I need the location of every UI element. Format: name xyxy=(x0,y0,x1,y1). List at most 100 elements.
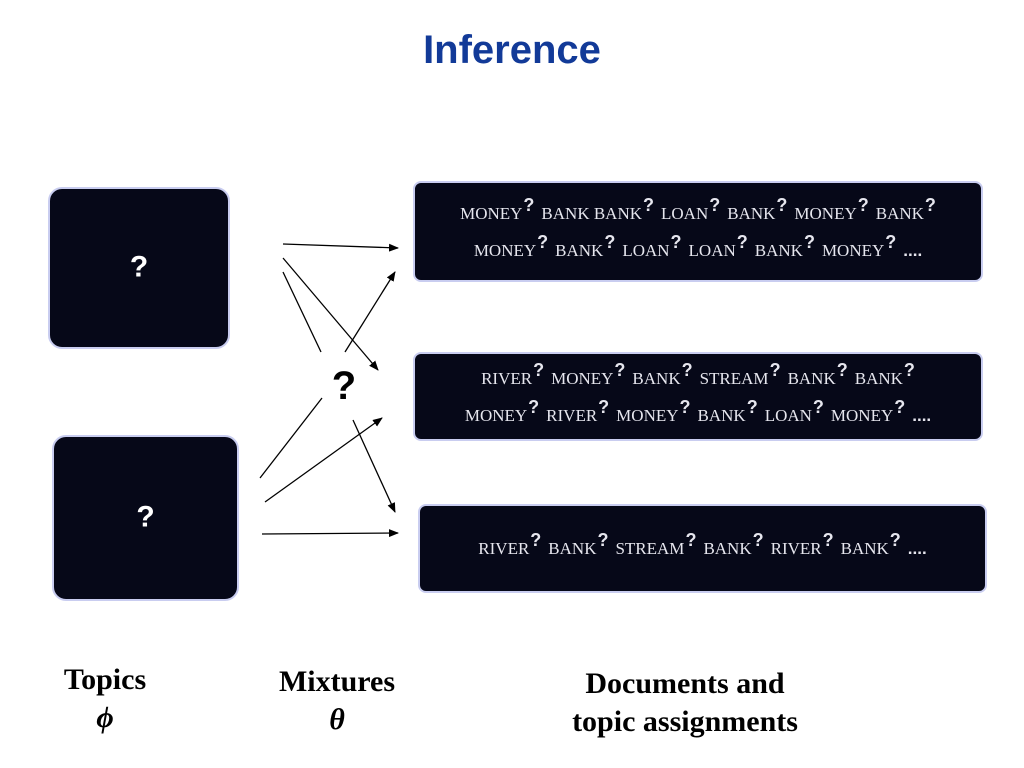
document-word: .... xyxy=(912,406,931,425)
word-text: MONEY xyxy=(460,203,523,223)
topic-assignment-mark: ? xyxy=(736,231,748,252)
topic-assignment-mark: ? xyxy=(597,530,609,550)
arrow-topic1-doc3-upper xyxy=(282,271,322,353)
word-text: LOAN xyxy=(661,203,709,223)
topic-box-2: ? xyxy=(52,435,239,601)
topic-assignment-mark: ? xyxy=(598,396,610,417)
document-word: RIVER? xyxy=(478,530,541,558)
documents-caption: Documents and topic assignments xyxy=(530,665,840,741)
word-text: BANK xyxy=(727,203,776,223)
arrow-topic2-doc2 xyxy=(264,417,383,503)
document-word: BANK? xyxy=(754,232,815,260)
arrow-topic2-doc1-lower xyxy=(259,397,323,479)
word-text: LOAN xyxy=(622,240,670,260)
document-word: BANK? xyxy=(788,360,848,388)
document-word: LOAN? xyxy=(622,232,681,260)
topic-assignment-mark: ? xyxy=(776,194,788,215)
topic-assignment-mark: ? xyxy=(528,396,540,417)
document-word: RIVER? xyxy=(481,360,544,388)
topic-assignment-mark: ? xyxy=(614,359,626,380)
document-word: MONEY? xyxy=(822,232,896,260)
topic-1-unknown-mark: ? xyxy=(129,250,149,284)
word-text: MONEY xyxy=(830,405,894,425)
word-text: STREAM xyxy=(699,368,769,388)
topic-assignment-mark: ? xyxy=(889,530,901,550)
topic-assignment-mark: ? xyxy=(709,194,721,215)
document-box-3: RIVER?BANK?STREAM?BANK?RIVER?BANK?.... xyxy=(418,504,987,593)
document-word: RIVER? xyxy=(770,530,834,558)
word-text: MONEY xyxy=(464,405,528,425)
topic-assignment-mark: ? xyxy=(903,359,915,380)
word-text: BANK xyxy=(840,539,889,558)
topic-assignment-mark: ? xyxy=(857,194,869,215)
topic-assignment-mark: ? xyxy=(679,396,691,417)
word-text: RIVER xyxy=(546,405,598,425)
document-word: BANK BANK? xyxy=(541,195,654,223)
word-text: BANK BANK xyxy=(541,203,643,223)
document-word: MONEY? xyxy=(474,232,548,260)
word-text: STREAM xyxy=(615,539,685,558)
document-word: MONEY? xyxy=(794,195,868,223)
document-word: .... xyxy=(908,539,927,558)
mixtures-caption-label: Mixtures xyxy=(278,665,396,698)
word-text: RIVER xyxy=(478,539,530,558)
word-text: MONEY xyxy=(794,203,857,223)
word-text: BANK xyxy=(854,368,903,388)
document-line: RIVER?MONEY?BANK?STREAM?BANK?BANK? xyxy=(481,360,915,397)
document-word: MONEY? xyxy=(551,360,625,388)
topics-caption: Topics ϕ xyxy=(40,661,170,737)
document-word: BANK? xyxy=(555,232,615,260)
document-word: STREAM? xyxy=(615,530,696,558)
document-word: MONEY? xyxy=(616,397,690,425)
word-text: .... xyxy=(903,240,923,260)
topic-assignment-mark: ? xyxy=(537,231,549,252)
mixtures-caption: Mixtures θ xyxy=(262,663,412,739)
topic-assignment-mark: ? xyxy=(670,231,682,252)
word-text: LOAN xyxy=(688,240,736,260)
topic-assignment-mark: ? xyxy=(924,194,936,215)
document-line: RIVER?BANK?STREAM?BANK?RIVER?BANK?.... xyxy=(478,530,926,567)
word-text: BANK xyxy=(632,368,681,388)
document-word: BANK? xyxy=(632,360,692,388)
topic-assignment-mark: ? xyxy=(822,530,834,550)
word-text: BANK xyxy=(875,203,924,223)
topic-assignment-mark: ? xyxy=(533,359,545,380)
word-text: RIVER xyxy=(481,368,533,388)
arrow-topic2-doc1-upper xyxy=(344,271,396,353)
document-box-1: MONEY?BANK BANK?LOAN?BANK?MONEY?BANK?MON… xyxy=(413,181,983,282)
topic-assignment-mark: ? xyxy=(604,231,616,252)
topic-assignment-mark: ? xyxy=(769,359,781,380)
document-word: BANK? xyxy=(875,195,936,223)
topic-assignment-mark: ? xyxy=(885,231,897,252)
document-word: MONEY? xyxy=(460,195,534,223)
topic-assignment-mark: ? xyxy=(894,396,906,417)
document-word: LOAN? xyxy=(661,195,720,223)
topic-assignment-mark: ? xyxy=(746,396,758,417)
documents-caption-line-1: Documents and xyxy=(585,667,785,700)
word-text: LOAN xyxy=(764,405,812,425)
topic-assignment-mark: ? xyxy=(836,359,848,380)
document-word: BANK? xyxy=(840,530,901,558)
word-text: BANK xyxy=(555,240,604,260)
word-text: RIVER xyxy=(770,539,822,558)
word-text: BANK xyxy=(697,405,746,425)
document-line: MONEY?RIVER?MONEY?BANK?LOAN?MONEY?.... xyxy=(465,397,931,434)
topic-box-1: ? xyxy=(48,187,230,349)
word-text: BANK xyxy=(548,539,597,558)
document-line: MONEY?BANK?LOAN?LOAN?BANK?MONEY?.... xyxy=(474,232,922,269)
document-word: BANK? xyxy=(854,360,915,388)
topic-assignment-mark: ? xyxy=(523,194,535,215)
document-word: BANK? xyxy=(548,530,608,558)
slide-title: Inference xyxy=(423,28,601,72)
arrow-topic1-doc3-lower xyxy=(352,419,396,513)
topic-assignment-mark: ? xyxy=(812,396,824,417)
topic-assignment-mark: ? xyxy=(530,530,542,550)
word-text: .... xyxy=(907,539,927,558)
document-word: LOAN? xyxy=(688,232,748,260)
document-line: MONEY?BANK BANK?LOAN?BANK?MONEY?BANK? xyxy=(460,195,936,232)
document-word: .... xyxy=(903,241,922,260)
theta-symbol: θ xyxy=(329,703,345,736)
document-word: BANK? xyxy=(703,530,763,558)
word-text: BANK xyxy=(754,240,803,260)
